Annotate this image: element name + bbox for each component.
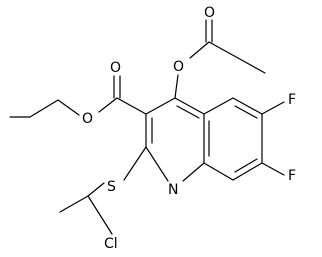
bond-C2-N	[145, 146, 169, 182]
bond-acetoxy-O-to-C4	[174, 74, 179, 99]
bond-C4-C4a	[174, 97, 205, 115]
atom-O-ester: O	[82, 111, 93, 127]
bond-CH-CCl	[87, 195, 113, 235]
bond-acetyl-C-Ccarbonyl	[208, 41, 239, 59]
bonds	[9, 19, 285, 235]
atom-F-upper: F	[288, 92, 296, 108]
bond-C3-ester-carbon	[116, 97, 147, 115]
bond-C5-C6-double	[234, 105, 258, 119]
bond-CH-CH3	[59, 195, 89, 213]
bond-C4-C3	[145, 97, 176, 115]
bond-C4-C4a-double	[176, 105, 200, 119]
bond-ethyl-CH2-CH3	[29, 99, 59, 118]
bond-ester-C-O	[98, 97, 118, 113]
atom-Cl: Cl	[104, 236, 118, 252]
bond-S-CH	[87, 182, 105, 197]
atom-O-acetoxy: O	[173, 59, 184, 75]
bond-acetyl-methyl	[237, 57, 266, 74]
bond-C2-S	[123, 146, 147, 181]
bond-C7-C8	[232, 162, 263, 181]
atom-O-ester-carbonyl: O	[110, 60, 121, 76]
atom-S: S	[107, 179, 116, 195]
bond-C7-F	[261, 162, 285, 176]
bond-ester-O-CH2	[57, 99, 80, 116]
bond-C5-C6	[232, 97, 263, 115]
bond-acetyl-to-acetoxy-O	[189, 41, 210, 59]
bond-C7-C8-double	[234, 158, 258, 173]
atom-O-acetyl-carbonyl: O	[204, 5, 215, 21]
bond-C8-C8a	[203, 162, 234, 181]
bond-N-C8a	[182, 162, 205, 182]
atom-F-lower: F	[288, 168, 296, 184]
bond-C4a-C5	[203, 97, 234, 115]
atom-N-ring: N	[168, 182, 178, 198]
atom-labels: O O O O F F N S Cl	[82, 5, 296, 252]
bond-C6-F	[261, 101, 285, 115]
